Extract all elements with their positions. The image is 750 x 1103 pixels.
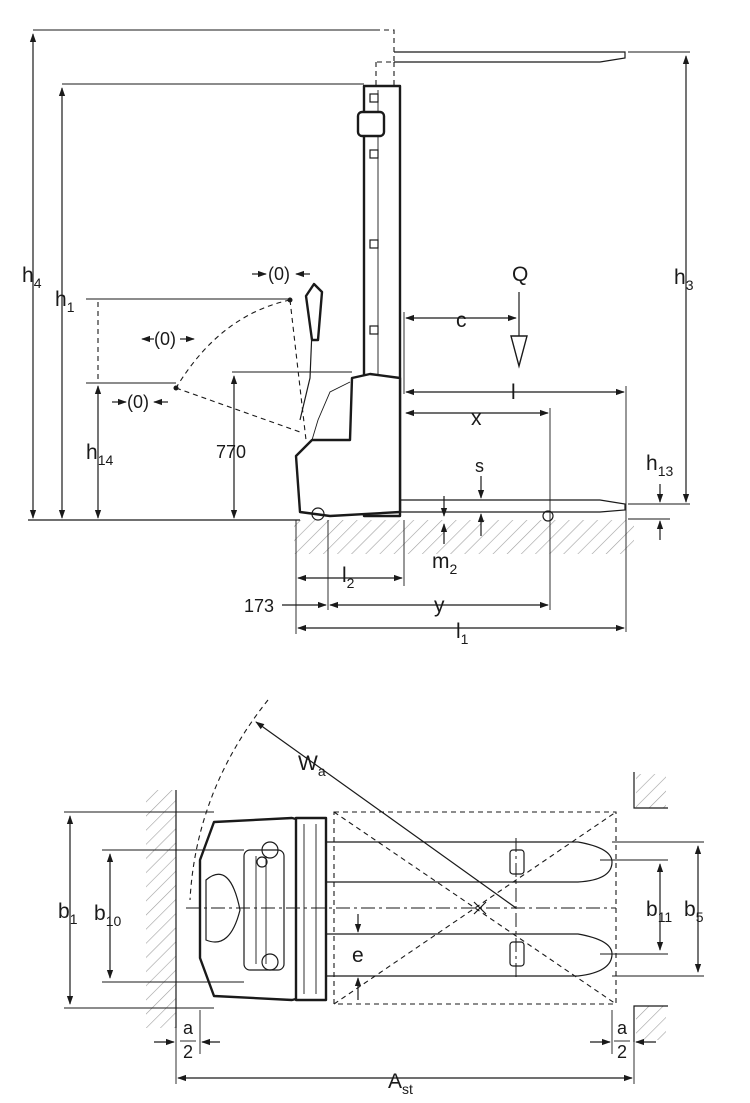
top-view: Wa b1 b10 <box>58 699 704 1097</box>
control-knob-3 <box>261 953 279 971</box>
label-c: c <box>456 309 467 332</box>
load-roller-top <box>509 849 525 875</box>
truck-body <box>198 816 302 1002</box>
label-y: y <box>434 594 445 617</box>
raised-fork <box>394 51 626 63</box>
pallet-diag-2 <box>333 811 617 1005</box>
label-l: l <box>511 381 516 404</box>
tiller-handle <box>304 282 324 342</box>
mast-block-4 <box>369 325 379 335</box>
label-e: e <box>352 944 364 967</box>
label-770: 770 <box>216 442 246 462</box>
right-wall-hatch-bottom <box>636 1006 666 1040</box>
tiller-arc <box>175 299 291 389</box>
label-x: x <box>471 407 482 430</box>
right-wall-hatch-top <box>636 774 666 808</box>
control-knob-1 <box>261 841 279 859</box>
label-h13: h13 <box>646 452 673 479</box>
label-h3: h3 <box>674 266 694 293</box>
mast-block-3 <box>369 239 379 249</box>
label-h14: h14 <box>86 441 113 468</box>
label-a-right-num: a <box>617 1018 628 1038</box>
left-wall-hatch <box>146 790 176 1028</box>
label-a-left-den: 2 <box>183 1042 193 1062</box>
mast-extended-outline <box>375 29 395 63</box>
mast-block-2 <box>369 149 379 159</box>
label-173: 173 <box>244 596 274 616</box>
load-wheel <box>542 510 554 522</box>
tiller-pivot-low <box>173 385 179 391</box>
tiller-high-line <box>289 299 307 441</box>
label-a-left-num: a <box>183 1018 194 1038</box>
mast-block-1 <box>369 93 379 103</box>
tiller-pivot-high <box>287 297 293 303</box>
label-a-right-den: 2 <box>617 1042 627 1062</box>
truck-mast <box>294 816 328 1002</box>
label-zero-top: (0) <box>268 264 290 284</box>
battery-compartment <box>243 849 285 971</box>
chassis <box>294 372 402 518</box>
down-arrow-icon <box>510 335 528 369</box>
side-view: h4 h1 h14 770 (0) (0) (0) h3 <box>22 29 694 647</box>
drive-wheel <box>311 507 325 521</box>
centre-mark-icon <box>473 901 487 915</box>
label-zero-mid: (0) <box>154 329 176 349</box>
label-b1: b1 <box>58 900 78 927</box>
tiller-low-line <box>175 387 301 433</box>
label-s: s <box>475 456 484 476</box>
lowered-fork <box>400 499 626 513</box>
ground-hatch <box>294 520 634 554</box>
fork-top <box>326 841 613 883</box>
label-Ast: Ast <box>388 1070 413 1097</box>
label-Q: Q <box>512 263 528 286</box>
mast-roller <box>356 110 386 138</box>
label-b10: b10 <box>94 902 121 929</box>
label-l2: l2 <box>342 564 355 591</box>
label-Wa: Wa <box>298 752 326 779</box>
wa-dimension <box>255 721 517 909</box>
tiller-head <box>205 873 241 943</box>
control-knob-2 <box>256 856 268 868</box>
pallet-diag-1 <box>333 811 617 1005</box>
label-b5: b5 <box>684 898 704 925</box>
chassis-cover <box>311 381 351 441</box>
label-b11: b11 <box>646 898 672 925</box>
label-zero-low: (0) <box>127 392 149 412</box>
label-h1: h1 <box>55 288 75 315</box>
label-h4: h4 <box>22 264 42 291</box>
label-m2: m2 <box>432 550 458 577</box>
turning-arc <box>189 699 269 901</box>
fork-bottom <box>326 933 613 977</box>
load-roller-bottom <box>509 941 525 967</box>
label-l1: l1 <box>456 620 469 647</box>
right-wall-top-line <box>633 772 668 809</box>
